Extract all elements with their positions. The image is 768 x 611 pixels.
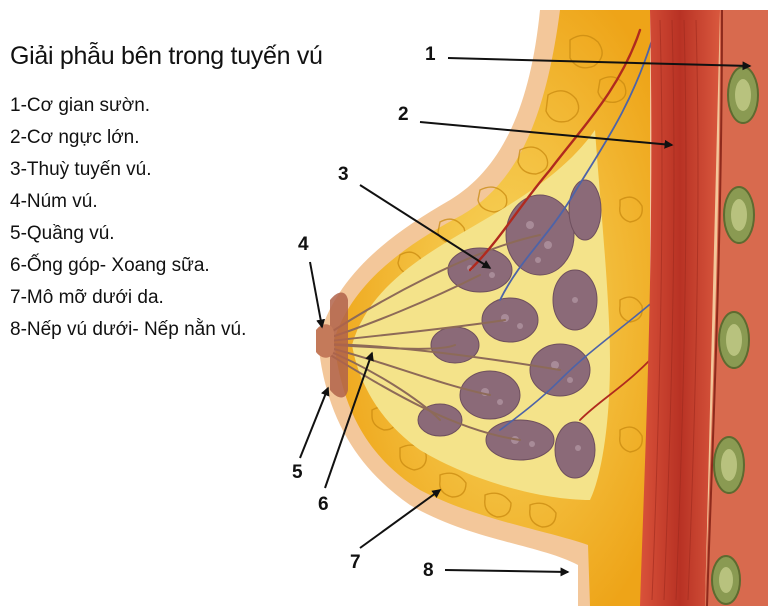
callout-number-7: 7 (350, 552, 361, 574)
arrow-4 (310, 262, 322, 327)
arrow-7 (360, 490, 440, 548)
callout-number-5: 5 (292, 462, 303, 484)
arrow-8 (445, 570, 568, 572)
legend-item: 7-Mô mỡ dưới da. (10, 282, 246, 314)
legend-item: 1-Cơ gian sườn. (10, 90, 246, 122)
nipple (316, 324, 334, 358)
legend-item: 8-Nếp vú dưới- Nếp nằn vú. (10, 314, 246, 346)
callout-number-1: 1 (425, 44, 436, 66)
arrow-5 (300, 388, 328, 458)
callout-number-2: 2 (398, 104, 409, 126)
callout-number-4: 4 (298, 234, 309, 256)
legend-list: 1-Cơ gian sườn. 2-Cơ ngực lớn. 3-Thuỳ tu… (10, 90, 246, 346)
callout-number-3: 3 (338, 164, 349, 186)
legend-item: 4-Núm vú. (10, 186, 246, 218)
legend-item: 5-Quầng vú. (10, 218, 246, 250)
legend-item: 3-Thuỳ tuyến vú. (10, 154, 246, 186)
legend-item: 2-Cơ ngực lớn. (10, 122, 246, 154)
diagram-title: Giải phẫu bên trong tuyến vú (10, 42, 323, 71)
callout-number-8: 8 (423, 560, 434, 582)
legend-item: 6-Ống góp- Xoang sữa. (10, 250, 246, 282)
callout-number-6: 6 (318, 494, 329, 516)
